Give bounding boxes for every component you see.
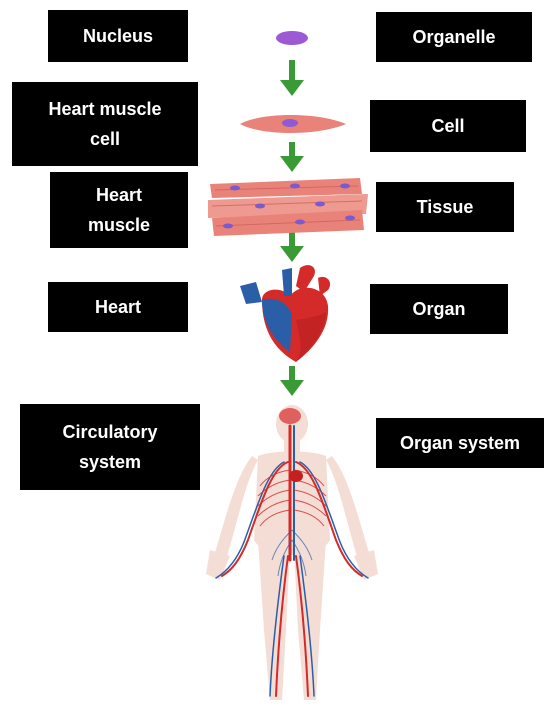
arrow-down-icon xyxy=(280,366,304,396)
muscle-tissue-icon xyxy=(208,178,368,236)
nucleus-icon xyxy=(276,31,308,45)
arrow-down-icon xyxy=(280,232,304,262)
arrow-down-icon xyxy=(280,142,304,172)
heart-icon xyxy=(240,265,330,362)
muscle-cell-icon xyxy=(240,115,346,133)
arrow-down-icon xyxy=(280,60,304,96)
human-circulatory-icon xyxy=(206,405,378,700)
